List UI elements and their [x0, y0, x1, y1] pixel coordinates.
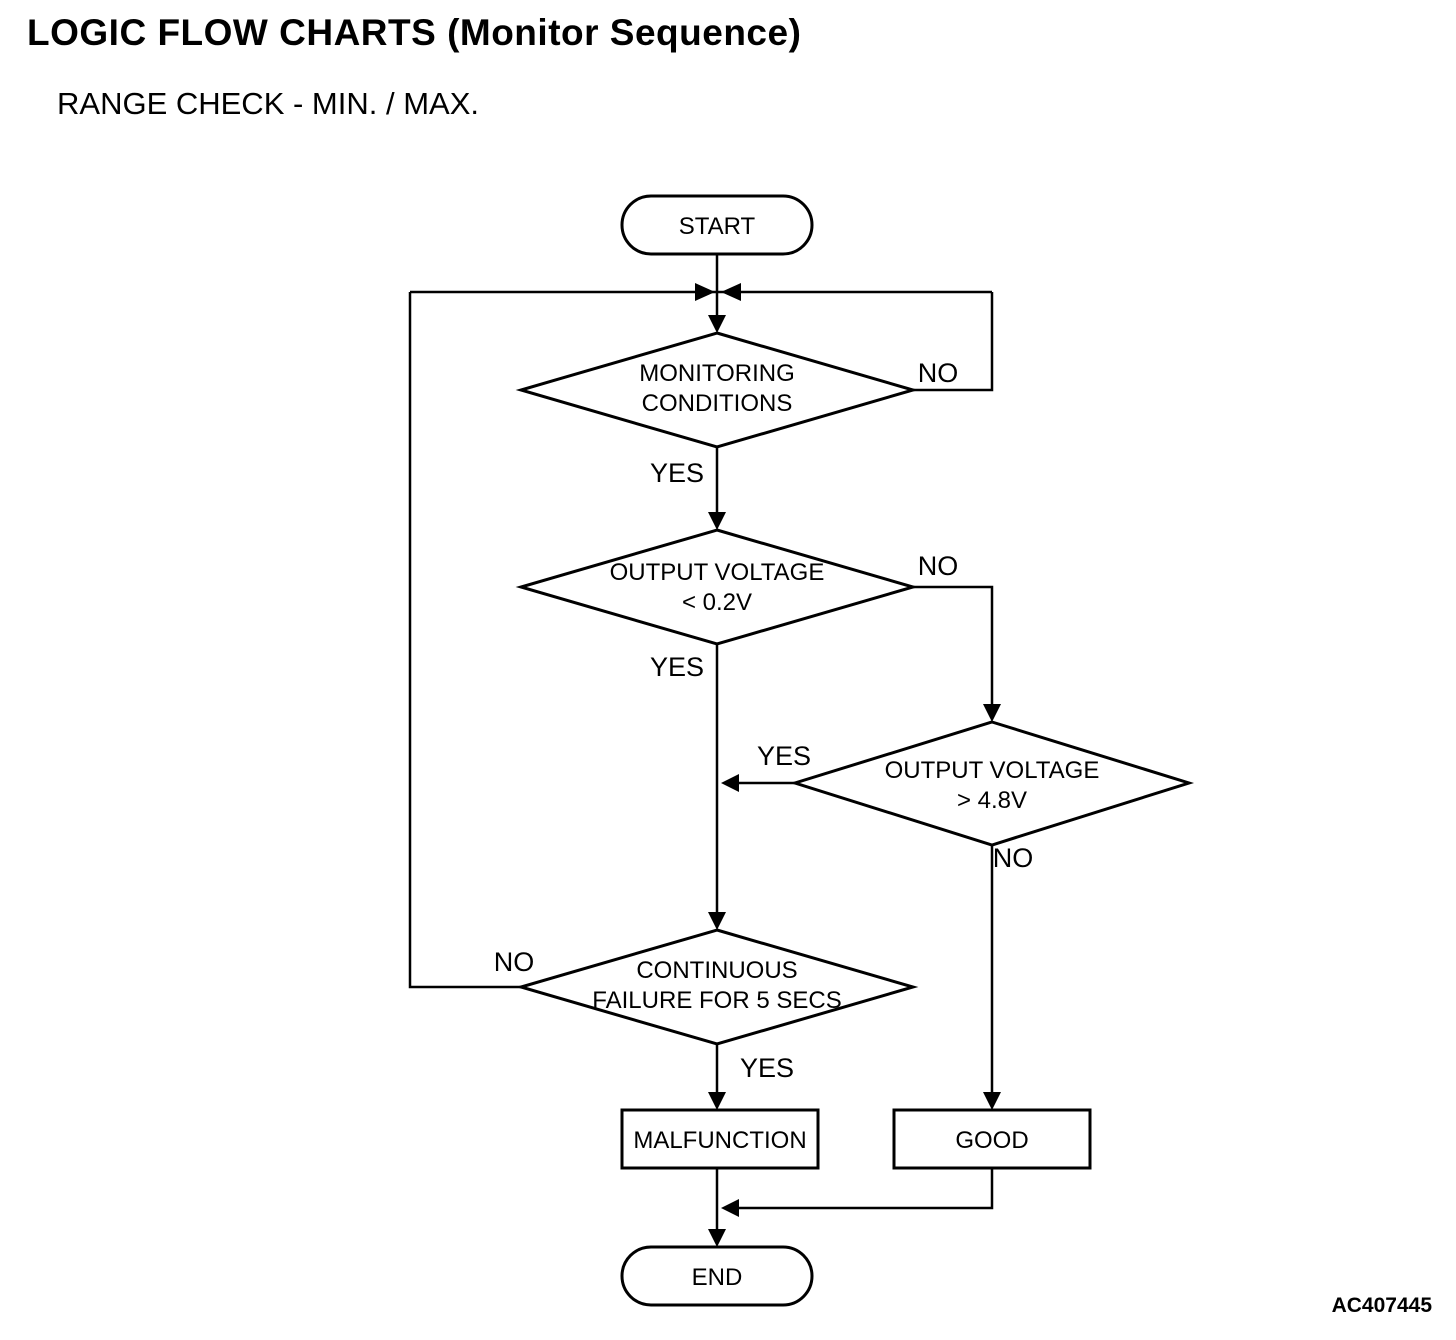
- output-voltage-low-decision: [515, 528, 919, 646]
- output-voltage-high-label-line2: > 4.8V: [957, 787, 1027, 814]
- figure-code: AC407445: [1331, 1294, 1432, 1317]
- malfunction-node: [620, 1108, 820, 1170]
- continuous-failure-decision: [515, 928, 919, 1046]
- arrowhead-into-malfunction-icon: [708, 1092, 726, 1110]
- output-voltage-high-decision: [789, 720, 1195, 847]
- low-no-label: NO: [918, 551, 959, 581]
- arrowhead-loopback-right-icon: [695, 283, 715, 301]
- start-label: START: [679, 213, 756, 240]
- arrowhead-loopback-left-icon: [721, 283, 741, 301]
- arrowhead-into-low-icon: [708, 512, 726, 530]
- high-no-label: NO: [993, 843, 1034, 873]
- monitoring-conditions-decision: [515, 331, 919, 449]
- page-subtitle: RANGE CHECK - MIN. / MAX.: [57, 86, 479, 121]
- malfunction-label: MALFUNCTION: [633, 1127, 806, 1154]
- end-label: END: [692, 1264, 743, 1291]
- output-voltage-low-label-line1: OUTPUT VOLTAGE: [610, 559, 825, 586]
- failure-yes-label: YES: [740, 1053, 794, 1083]
- edge-monitoring-no: [913, 292, 994, 392]
- monitoring-conditions-label-line1: MONITORING: [639, 360, 795, 387]
- monitoring-no-label: NO: [918, 358, 959, 388]
- arrowhead-high-yes-icon: [721, 774, 739, 792]
- continuous-failure-label-line1: CONTINUOUS: [636, 957, 797, 984]
- page-title: LOGIC FLOW CHARTS (Monitor Sequence): [27, 12, 802, 53]
- arrowhead-into-high-icon: [983, 704, 1001, 722]
- continuous-failure-label-line2: FAILURE FOR 5 SECS: [592, 987, 841, 1014]
- edge-failure-no: [408, 292, 521, 989]
- arrowhead-into-monitoring-icon: [708, 315, 726, 333]
- low-yes-label: YES: [650, 652, 704, 682]
- good-label: GOOD: [955, 1127, 1028, 1154]
- start-node: [620, 194, 814, 256]
- arrowhead-good-merge-icon: [721, 1199, 739, 1217]
- arrowhead-into-end-icon: [708, 1229, 726, 1247]
- edge-low-no: [913, 585, 994, 706]
- monitoring-yes-label: YES: [650, 458, 704, 488]
- good-node: [892, 1108, 1092, 1170]
- output-voltage-low-label-line2: < 0.2V: [682, 589, 752, 616]
- output-voltage-high-label-line1: OUTPUT VOLTAGE: [885, 757, 1100, 784]
- arrowhead-into-good-icon: [983, 1092, 1001, 1110]
- failure-no-label: NO: [494, 947, 535, 977]
- high-yes-label: YES: [757, 741, 811, 771]
- end-node: [620, 1245, 814, 1307]
- edge-good-merge: [739, 1168, 994, 1210]
- arrowhead-into-failure-icon: [708, 912, 726, 930]
- monitoring-conditions-label-line2: CONDITIONS: [642, 390, 793, 417]
